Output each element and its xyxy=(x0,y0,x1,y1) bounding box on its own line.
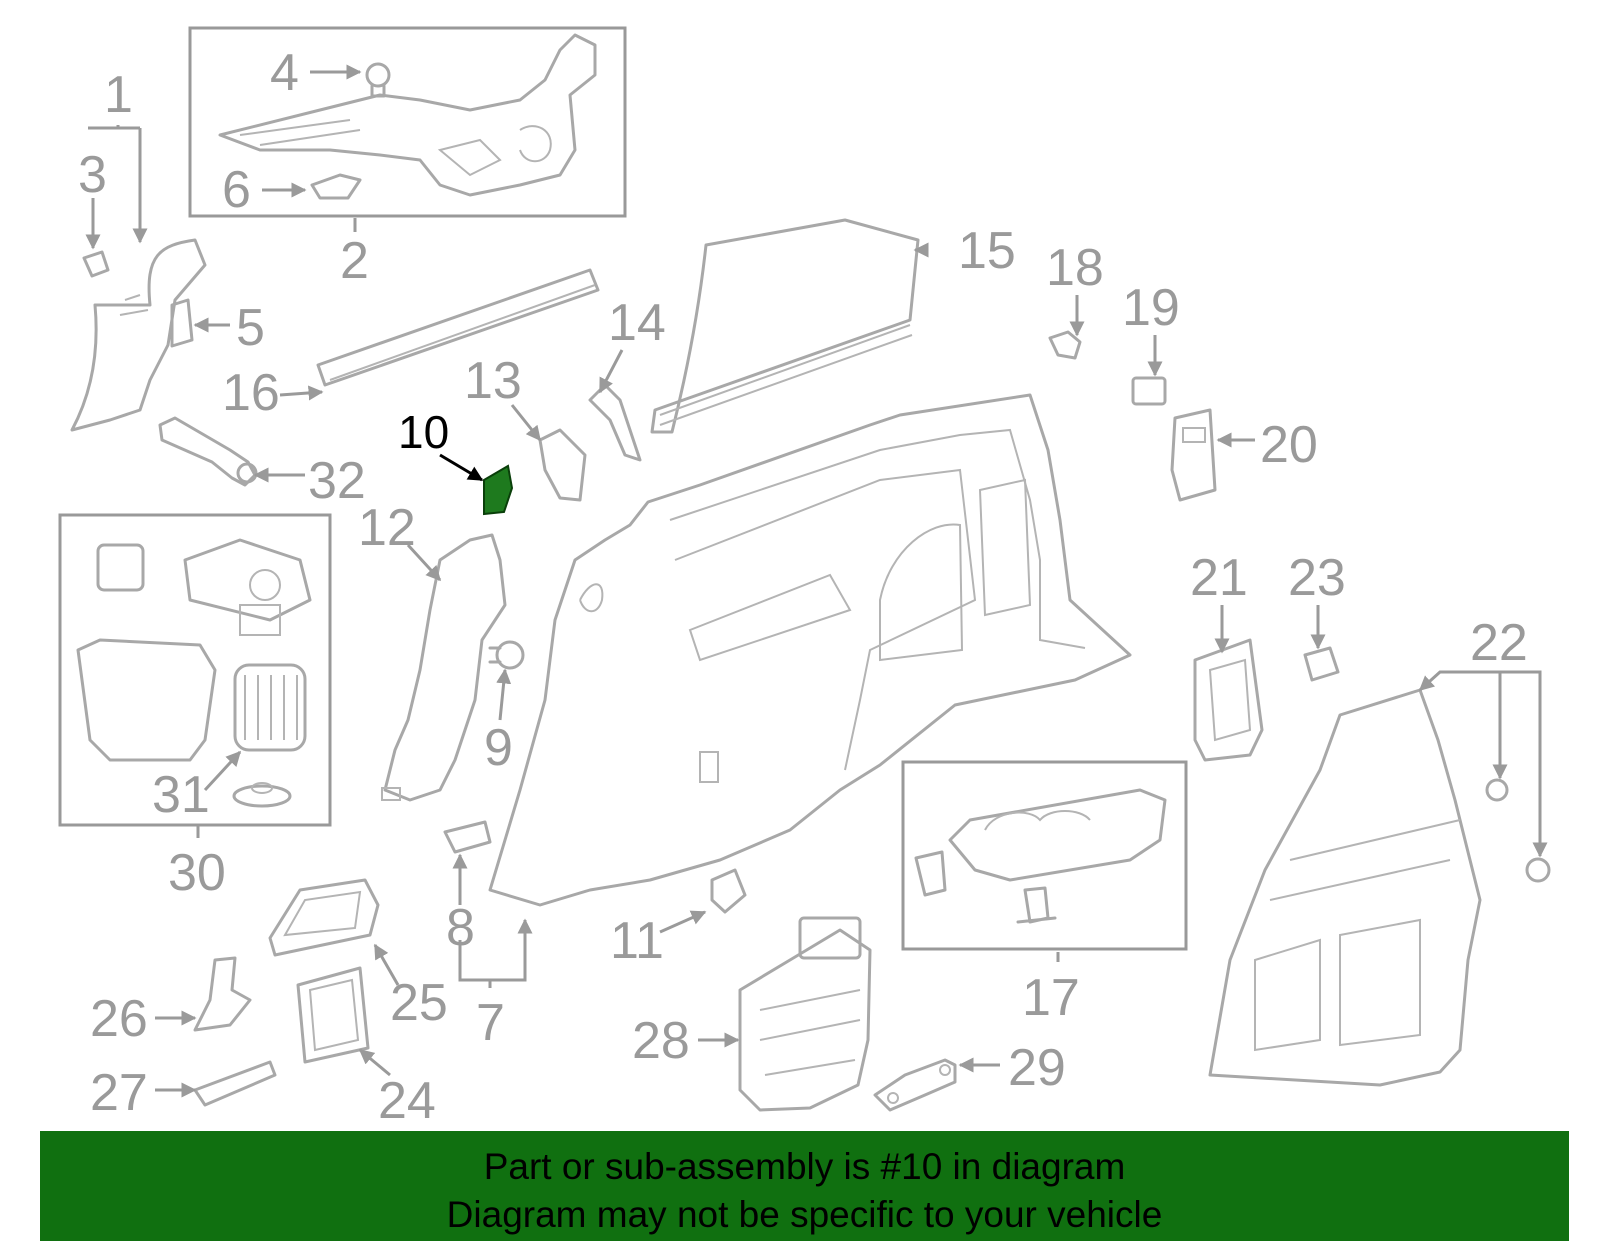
part-20-shape xyxy=(1170,408,1217,502)
part-4-shape xyxy=(365,62,391,98)
callout-19: 19 xyxy=(1122,279,1180,337)
group-box-30 xyxy=(58,513,332,827)
part-27-shape xyxy=(193,1060,277,1107)
part-12-shape xyxy=(381,533,507,802)
callout-25: 25 xyxy=(390,974,448,1032)
callout-3: 3 xyxy=(78,146,107,204)
part-21-shape xyxy=(1193,638,1264,762)
callout-7: 7 xyxy=(476,994,505,1052)
callout-29: 29 xyxy=(1008,1039,1066,1097)
info-banner: Part or sub-assembly is #10 in diagram D… xyxy=(40,1131,1569,1241)
callout-4: 4 xyxy=(270,44,299,102)
part-3-shape xyxy=(82,250,110,278)
callout-5: 5 xyxy=(236,299,265,357)
part-14-shape xyxy=(588,383,642,462)
callout-24: 24 xyxy=(378,1072,436,1130)
part-2-shape xyxy=(218,33,597,197)
group-box-2 xyxy=(188,26,627,218)
callout-6: 6 xyxy=(222,161,251,219)
part-24-shape xyxy=(296,966,370,1064)
part-26-shape xyxy=(193,956,252,1032)
callout-14: 14 xyxy=(608,294,666,352)
part-10-shape xyxy=(483,464,514,516)
callout-18: 18 xyxy=(1046,239,1104,297)
part-9-shape xyxy=(488,640,525,670)
callout-16: 16 xyxy=(222,364,280,422)
callout-15: 15 xyxy=(958,222,1016,280)
part-29-shape xyxy=(873,1058,957,1112)
part-18-shape xyxy=(1048,330,1082,360)
callout-30: 30 xyxy=(168,844,226,902)
callout-1: 1 xyxy=(104,66,133,124)
callout-21: 21 xyxy=(1190,549,1248,607)
group-box-17 xyxy=(901,760,1188,951)
callout-17: 17 xyxy=(1022,969,1080,1027)
callout-22: 22 xyxy=(1470,614,1528,672)
callout-31: 31 xyxy=(152,766,210,824)
part-19-shape xyxy=(1131,376,1167,406)
part-16-shape xyxy=(316,268,600,387)
part-8-shape xyxy=(443,820,492,854)
part-6-shape xyxy=(310,173,362,200)
banner-line-1: Part or sub-assembly is #10 in diagram xyxy=(483,1146,1126,1187)
callout-23: 23 xyxy=(1288,549,1346,607)
callout-28: 28 xyxy=(632,1012,690,1070)
part-25-shape xyxy=(268,878,380,957)
callout-27: 27 xyxy=(90,1064,148,1122)
part-28-shape xyxy=(738,916,872,1112)
quarter-trim-shape xyxy=(488,393,1132,907)
callout-26: 26 xyxy=(90,990,148,1048)
callout-9: 9 xyxy=(484,719,513,777)
part-13-shape xyxy=(538,428,587,502)
callout-20: 20 xyxy=(1260,416,1318,474)
part-5-shape xyxy=(170,298,194,348)
part-30-contents xyxy=(76,538,312,808)
part-15-shape xyxy=(650,218,920,434)
part-23-shape xyxy=(1303,646,1340,682)
callout-2: 2 xyxy=(340,232,369,290)
callout-12: 12 xyxy=(358,499,416,557)
callout-10-highlighted: 10 xyxy=(398,406,449,458)
banner-line-2: Diagram may not be specific to your vehi… xyxy=(446,1194,1163,1235)
part-1-shape xyxy=(70,238,207,432)
part-22-shape xyxy=(1208,688,1551,1087)
part-11-shape xyxy=(710,868,747,914)
part-32-shape xyxy=(158,416,258,487)
callout-8: 8 xyxy=(446,899,475,957)
part-17-shape xyxy=(914,788,1167,924)
callout-13: 13 xyxy=(464,352,522,410)
callout-32: 32 xyxy=(308,452,366,510)
callout-11: 11 xyxy=(610,912,664,970)
